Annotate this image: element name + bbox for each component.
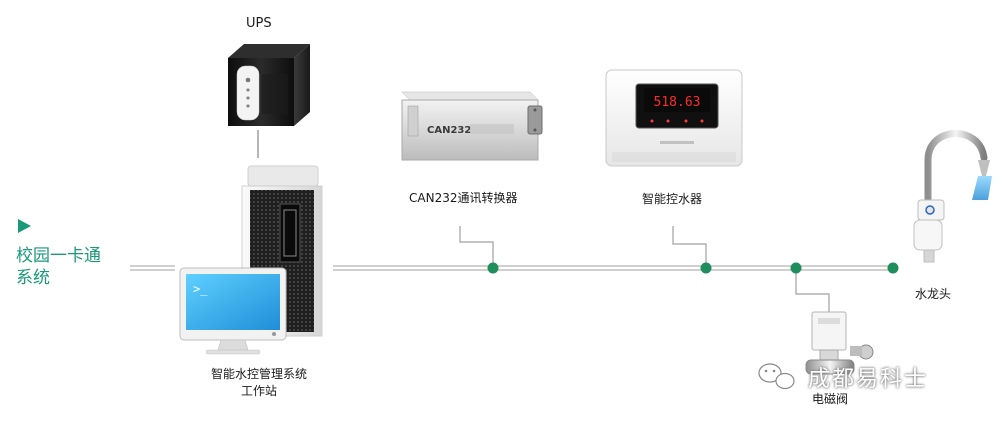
- bus-node-faucet: [887, 262, 899, 274]
- valve-label: 电磁阀: [812, 392, 849, 406]
- solenoid-valve-icon: [805, 311, 874, 375]
- valve-branch: [795, 268, 830, 312]
- play-triangle-icon: [18, 219, 31, 233]
- ups-label: UPS: [246, 16, 272, 31]
- converter-branch: [459, 226, 494, 268]
- bus-node-valve: [790, 262, 802, 274]
- converter-panel-text: CAN232: [427, 125, 471, 136]
- converter-device-icon: CAN232: [401, 91, 543, 161]
- bus-node-converter: [487, 262, 499, 274]
- monitor-icon: >_: [179, 267, 287, 355]
- svg-text:>_: >_: [193, 282, 208, 296]
- wechat-icon: [758, 363, 795, 390]
- ups-device-icon: [228, 44, 310, 126]
- faucet-label: 水龙头: [915, 287, 952, 301]
- workstation-label-line2: 工作站: [240, 384, 277, 398]
- controller-label: 智能控水器: [642, 192, 703, 206]
- controller-display: 518.63: [654, 95, 701, 110]
- faucet-icon: [913, 130, 992, 263]
- workstation-label-line1: 智能水控管理系统: [210, 367, 307, 381]
- campus-card-system-line2: 系统: [16, 268, 50, 288]
- campus-card-system-line1: 校园一卡通: [16, 246, 101, 266]
- watermark-text: 成都易科士: [808, 367, 929, 392]
- controller-branch: [672, 226, 707, 268]
- converter-label: CAN232通讯转换器: [409, 191, 518, 205]
- bus-node-controller: [700, 262, 712, 274]
- controller-device-icon: 518.63: [605, 69, 743, 167]
- workstation-label: 智能水控管理系统 工作站: [199, 365, 319, 399]
- campus-card-system-title: 校园一卡通 系统: [16, 245, 101, 289]
